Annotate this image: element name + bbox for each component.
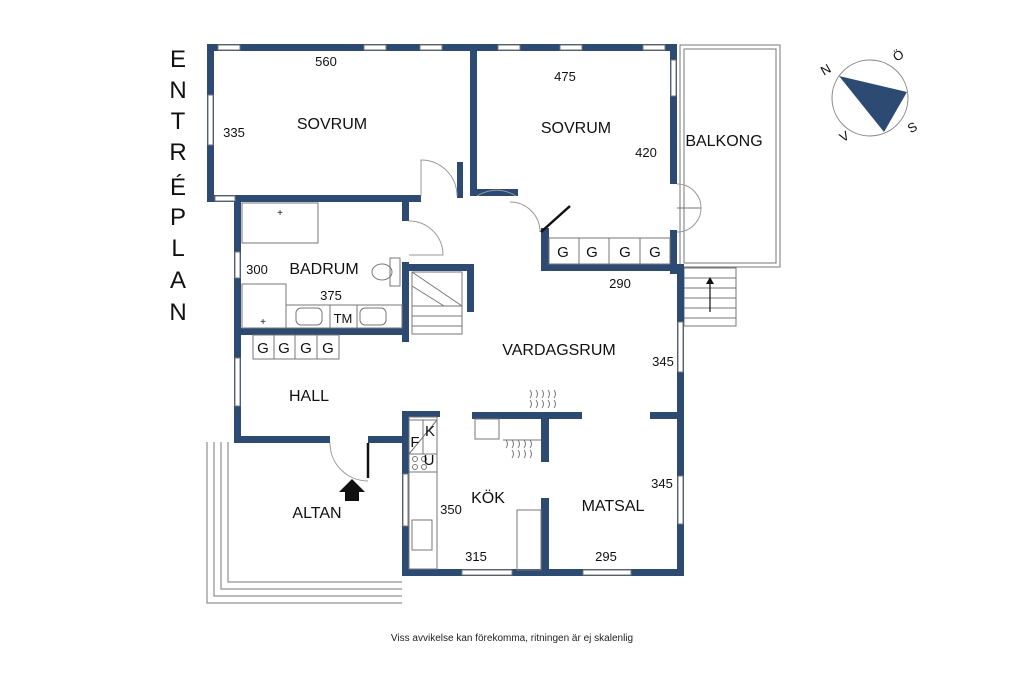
title-letter: P <box>170 204 186 231</box>
interior-stairs <box>411 271 463 335</box>
floor-drain-mark: + <box>260 317 266 328</box>
oven-label: U <box>424 452 435 469</box>
wardrobe-label: G <box>278 340 290 357</box>
room-label-altan: ALTAN <box>292 505 341 522</box>
title-letter: T <box>171 108 186 135</box>
deck-steps <box>206 442 402 604</box>
windows <box>207 44 684 576</box>
balcony <box>679 44 781 268</box>
room-label-vardagsrum: VARDAGSRUM <box>502 342 616 359</box>
walls <box>207 44 684 576</box>
room-label-sovrum-2: SOVRUM <box>541 120 611 137</box>
title-letter: N <box>169 299 186 326</box>
compass-needle-icon <box>839 76 907 132</box>
dimension-label: 315 <box>465 549 487 564</box>
wardrobe-label: G <box>300 340 312 357</box>
room-label-balkong: BALKONG <box>685 133 762 150</box>
entry-stairs <box>683 267 737 327</box>
wardrobe-label: G <box>586 244 598 261</box>
dimension-label: 345 <box>652 354 674 369</box>
compass-south: S <box>905 119 920 136</box>
compass: N Ö S V <box>818 46 920 145</box>
dimension-label: 295 <box>595 549 617 564</box>
fridge-label: F <box>410 434 419 451</box>
title-letter: É <box>170 174 186 201</box>
dimension-label: 420 <box>635 145 657 160</box>
fixtures: + + <box>241 202 671 571</box>
dimension-label: 475 <box>554 69 576 84</box>
shower-mark: + <box>277 208 283 219</box>
title-letter: R <box>169 139 186 166</box>
dimension-labels: 560 335 475 420 300 375 290 345 345 350 … <box>223 54 674 564</box>
room-labels: SOVRUM SOVRUM BALKONG BADRUM VARDAGSRUM … <box>289 116 763 522</box>
room-label-sovrum-1: SOVRUM <box>297 116 367 133</box>
wardrobe-label: G <box>557 244 569 261</box>
freezer-label: K <box>425 423 435 440</box>
fixture-labels: G G G G G G G G TM F K U <box>257 244 661 469</box>
doors <box>329 159 702 482</box>
title-letter: E <box>170 46 186 73</box>
title-letter: L <box>171 235 184 262</box>
floor-title: E N T R É P L A N <box>169 46 186 326</box>
title-letter: A <box>170 267 186 294</box>
compass-east: Ö <box>890 46 906 64</box>
dimension-label: 350 <box>440 502 462 517</box>
dimension-label: 345 <box>651 476 673 491</box>
wardrobe-label: G <box>619 244 631 261</box>
dimension-label: 560 <box>315 54 337 69</box>
wardrobe-label: G <box>322 340 334 357</box>
washing-machine-label: TM <box>334 311 353 326</box>
dimension-label: 290 <box>609 276 631 291</box>
disclaimer-note: Viss avvikelse kan förekomma, ritningen … <box>390 633 634 644</box>
dimension-label: 300 <box>246 262 268 277</box>
room-label-kok: KÖK <box>471 489 505 507</box>
room-label-hall: HALL <box>289 388 329 405</box>
wardrobe-label: G <box>649 244 661 261</box>
entrance-arrow-icon <box>339 479 365 501</box>
dimension-label: 375 <box>320 288 342 303</box>
dimension-label: 335 <box>223 125 245 140</box>
compass-north: N <box>818 61 834 79</box>
room-label-badrum: BADRUM <box>289 261 358 278</box>
room-label-matsal: MATSAL <box>582 498 645 515</box>
wardrobe-label: G <box>257 340 269 357</box>
title-letter: N <box>169 77 186 104</box>
